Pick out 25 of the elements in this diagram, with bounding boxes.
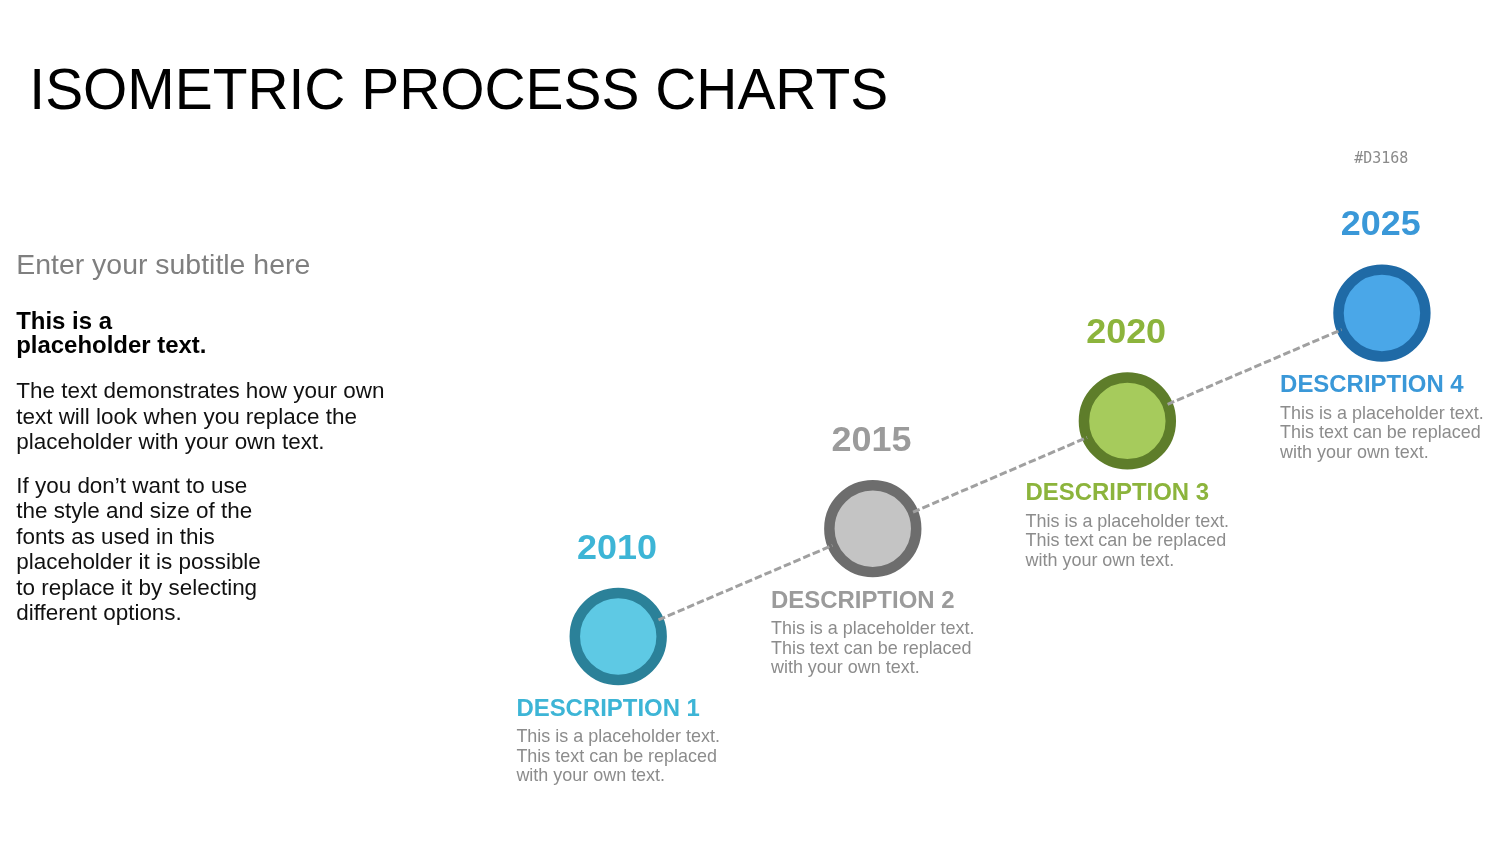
- node-label: DESCRIPTION 2: [770, 585, 955, 613]
- node-circle: [824, 480, 922, 578]
- connector: [1167, 328, 1343, 406]
- label: #D3168: [1354, 148, 1409, 167]
- node-label: 2025: [1340, 202, 1421, 244]
- label: The text demonstrates how your own text will look when you replace the placeholder with your own text.: [16, 378, 385, 455]
- connector: [912, 436, 1088, 514]
- node-label: DESCRIPTION 3: [1025, 477, 1210, 505]
- node-label: This is a placeholder text. This text can be replaced with your own text.: [516, 726, 720, 786]
- node-label: DESCRIPTION 4: [1280, 370, 1464, 398]
- label: This is a placeholder text.: [16, 307, 207, 359]
- diagram-title: ISOMETRIC PROCESS CHARTS: [29, 56, 889, 121]
- connector: [657, 543, 834, 622]
- node-label: This is a placeholder text. This text can be replaced with your own text.: [1280, 402, 1484, 462]
- node-circle: [1078, 372, 1177, 470]
- label: If you don’t want to use the style and size of the fonts as used in this placeholder it is possible to replace it by selecting different options.: [16, 472, 261, 626]
- node-label: 2020: [1086, 310, 1167, 352]
- node-label: This is a placeholder text. This text can be replaced with your own text.: [770, 618, 975, 678]
- node-circle: [569, 587, 667, 686]
- node-label: 2010: [577, 525, 657, 567]
- node-label: DESCRIPTION 1: [516, 693, 700, 721]
- node-label: 2015: [831, 418, 912, 460]
- label: Enter your subtitle here: [16, 248, 311, 281]
- node-label: This is a placeholder text. This text can be replaced with your own text.: [1025, 510, 1230, 570]
- node-circle: [1333, 264, 1431, 362]
